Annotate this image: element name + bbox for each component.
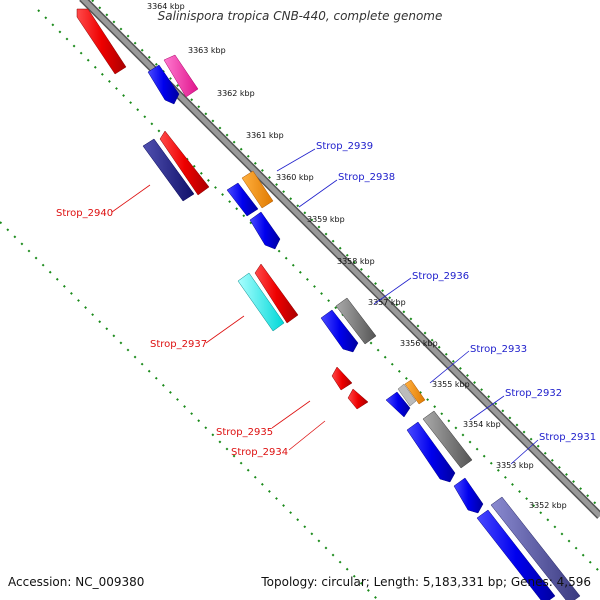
gene-leader-line bbox=[469, 395, 505, 421]
kbp-tick-labels: 3364 kbp 3363 kbp 3362 kbp 3361 kbp 3360… bbox=[147, 2, 567, 510]
lower-tick-track bbox=[0, 221, 379, 600]
gene-leader-line bbox=[373, 277, 412, 305]
gene-label-forward[interactable]: Strop_2936 bbox=[412, 271, 469, 282]
inner-tick-track bbox=[91, 0, 600, 509]
gene-arrow[interactable] bbox=[331, 366, 353, 391]
gene-arrow[interactable] bbox=[347, 388, 369, 410]
gene-label-reverse[interactable]: Strop_2937 bbox=[150, 339, 207, 350]
gene-arrow[interactable] bbox=[147, 64, 180, 105]
kbp-tick-label: 3362 kbp bbox=[217, 89, 255, 98]
kbp-tick-label: 3363 kbp bbox=[188, 46, 226, 55]
gene-leader-line bbox=[271, 400, 311, 429]
gene-arrow[interactable] bbox=[490, 496, 581, 600]
gene-arrow[interactable] bbox=[422, 410, 473, 469]
gene-arrow[interactable] bbox=[142, 138, 195, 202]
gene-arrow[interactable] bbox=[163, 54, 199, 98]
genome-summary-label: Topology: circular; Length: 5,183,331 bp… bbox=[261, 575, 591, 589]
gene-arrow[interactable] bbox=[226, 182, 259, 217]
kbp-tick-label: 3356 kbp bbox=[400, 339, 438, 348]
gene-leader-line bbox=[205, 315, 245, 344]
gene-arrow[interactable] bbox=[320, 309, 359, 353]
outer-tick-track bbox=[37, 9, 600, 573]
kbp-tick-label: 3364 kbp bbox=[147, 2, 185, 11]
kbp-tick-label: 3353 kbp bbox=[496, 461, 534, 470]
gene-arrow[interactable] bbox=[241, 170, 274, 209]
gene-arrow[interactable] bbox=[335, 297, 377, 345]
map-title: Salinispora tropica CNB-440, complete ge… bbox=[157, 9, 443, 23]
gene-arrow[interactable] bbox=[254, 263, 299, 324]
gene-leader-line bbox=[298, 179, 338, 208]
kbp-tick-label: 3357 kbp bbox=[368, 298, 406, 307]
gene-arrow[interactable] bbox=[76, 8, 127, 75]
gene-label-reverse[interactable]: Strop_2934 bbox=[231, 447, 288, 458]
gene-label-forward[interactable]: Strop_2933 bbox=[470, 344, 527, 355]
gene-arrow[interactable] bbox=[159, 130, 210, 196]
kbp-tick-label: 3359 kbp bbox=[307, 215, 345, 224]
gene-leader-line bbox=[111, 184, 151, 213]
gene-arrow[interactable] bbox=[406, 421, 456, 483]
kbp-tick-label: 3352 kbp bbox=[529, 501, 567, 510]
forward-gene-labels: Strop_2939 Strop_2938 Strop_2936 Strop_2… bbox=[276, 141, 596, 465]
gene-leader-line bbox=[288, 420, 326, 451]
gene-label-forward[interactable]: Strop_2939 bbox=[316, 141, 373, 152]
gene-label-forward[interactable]: Strop_2931 bbox=[539, 432, 596, 443]
gene-features bbox=[76, 8, 581, 600]
gene-label-forward[interactable]: Strop_2938 bbox=[338, 172, 395, 183]
gene-arrow[interactable] bbox=[385, 391, 411, 418]
kbp-tick-label: 3358 kbp bbox=[337, 257, 375, 266]
kbp-tick-label: 3360 kbp bbox=[276, 173, 314, 182]
gene-label-forward[interactable]: Strop_2932 bbox=[505, 388, 562, 399]
gene-arrow[interactable] bbox=[397, 383, 417, 407]
gene-leader-line bbox=[510, 439, 539, 465]
gene-arrow[interactable] bbox=[249, 211, 281, 250]
gene-arrow[interactable] bbox=[476, 509, 556, 600]
kbp-tick-label: 3355 kbp bbox=[432, 380, 470, 389]
kbp-tick-label: 3354 kbp bbox=[463, 420, 501, 429]
gene-arrow[interactable] bbox=[404, 379, 426, 405]
gene-arrow[interactable] bbox=[453, 477, 484, 514]
gene-arrow[interactable] bbox=[237, 272, 285, 332]
accession-label: Accession: NC_009380 bbox=[8, 575, 145, 589]
gene-leader-line bbox=[429, 350, 470, 384]
kbp-tick-label: 3361 kbp bbox=[246, 131, 284, 140]
gene-label-reverse[interactable]: Strop_2940 bbox=[56, 208, 113, 219]
gene-label-reverse[interactable]: Strop_2935 bbox=[216, 427, 273, 438]
reverse-gene-labels: Strop_2940 Strop_2937 Strop_2935 Strop_2… bbox=[56, 184, 326, 458]
gene-leader-line bbox=[276, 148, 316, 172]
